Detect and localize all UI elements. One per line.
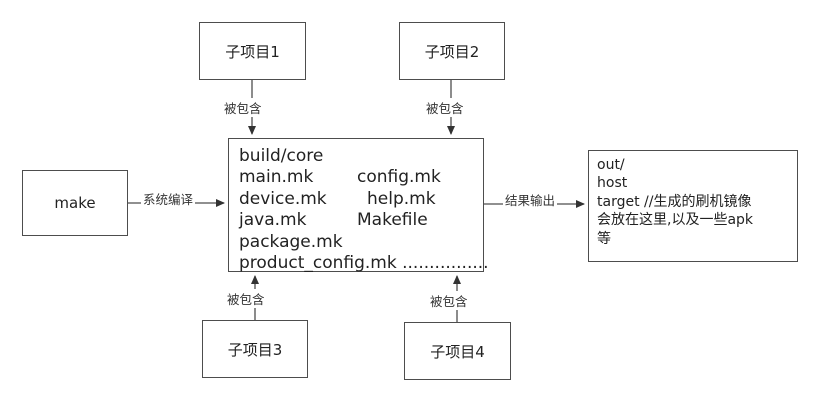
edge-label-result: 结果输出 (503, 190, 558, 209)
core-text: device.mk (239, 188, 327, 209)
node-subproject4: 子项目4 (404, 322, 511, 380)
core-line: package.mk (239, 232, 473, 253)
core-line: product_config.mk ................ (239, 253, 489, 274)
core-text: build/core (239, 146, 324, 166)
node-subproject3-label: 子项目3 (227, 340, 283, 359)
node-subproject2: 子项目2 (399, 22, 505, 80)
core-text: Makefile (357, 210, 428, 231)
output-text: 会放在这里,以及一些apk (597, 212, 754, 229)
node-build-core: build/core main.mk config.mk device.mk h… (228, 138, 489, 274)
output-text: 等 (597, 230, 611, 247)
core-line: java.mk Makefile (239, 210, 473, 231)
edge-label-included-4: 被包含 (428, 291, 470, 310)
edge-label-included-3: 被包含 (225, 289, 267, 308)
node-output: out/ host target //生成的刷机镜像 会放在这里,以及一些apk… (588, 150, 798, 262)
core-line: build/core (239, 146, 473, 167)
node-subproject3: 子项目3 (202, 320, 308, 378)
output-text: out/ (597, 157, 625, 173)
core-text: config.mk (357, 167, 441, 188)
output-text: target //生成的刷机镜像 (597, 193, 752, 210)
core-text: help.mk (367, 188, 436, 209)
node-make: make (22, 170, 128, 236)
node-subproject2-label: 子项目2 (424, 42, 480, 61)
core-text: main.mk (239, 167, 314, 188)
edge-label-included-2: 被包含 (424, 98, 466, 117)
core-line: main.mk config.mk (239, 167, 473, 188)
edge-label-included-1: 被包含 (222, 98, 264, 117)
edge-label-compile: 系统编译 (141, 189, 196, 208)
node-subproject4-label: 子项目4 (430, 342, 485, 361)
output-text: host (597, 175, 628, 192)
core-line: device.mk help.mk (239, 189, 473, 210)
core-text: product_config.mk ................ (239, 253, 489, 274)
core-text: package.mk (239, 231, 343, 252)
node-make-label: make (54, 194, 96, 212)
core-text: java.mk (239, 210, 307, 231)
node-subproject1-label: 子项目1 (225, 42, 280, 61)
node-subproject1: 子项目1 (199, 22, 306, 80)
